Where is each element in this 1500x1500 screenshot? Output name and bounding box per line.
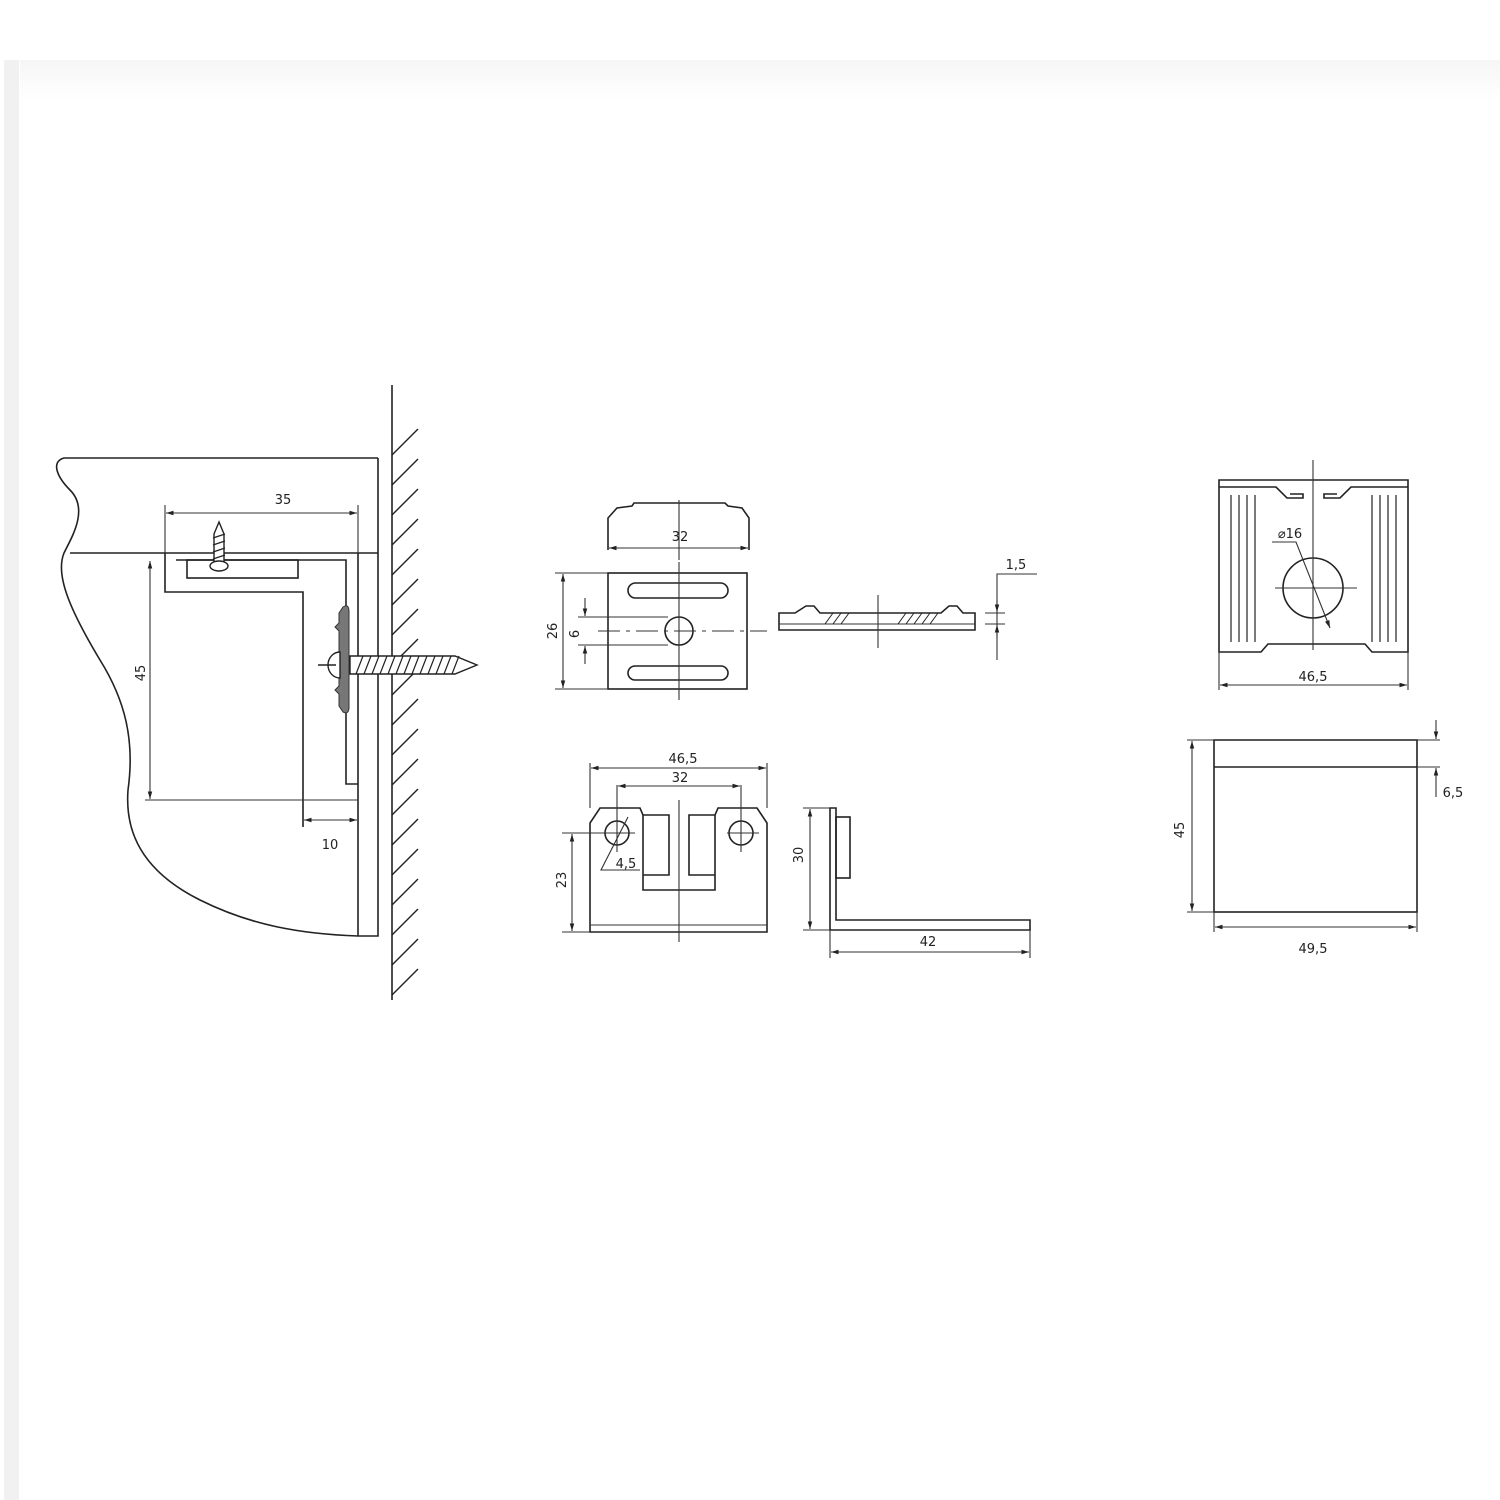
housing-side-view	[1213, 739, 1418, 913]
bracket-views: 46,5 32 4,5 23 30 42	[555, 752, 1031, 958]
dim-49-5-label: 49,5	[1299, 942, 1328, 957]
plate-views: 32 26 6 1,5	[546, 500, 1037, 700]
dim-45-label: 45	[134, 665, 149, 682]
dim-45-label: 45	[1173, 822, 1188, 839]
mounting-plate	[186, 559, 299, 579]
housing-views: ⌀16 46,5 45 6,5 49,5	[1173, 460, 1463, 957]
dim-6-5-label: 6,5	[1443, 786, 1464, 801]
housing-grooves	[1230, 495, 1397, 642]
dim-1-5-leader	[996, 573, 1037, 660]
slot-bottom	[627, 665, 729, 681]
plate-section-view	[778, 595, 976, 648]
bracket-side-view	[829, 807, 1031, 931]
magnet-plate	[334, 605, 350, 714]
dim-16-leader	[1272, 541, 1331, 629]
dim-30-label: 30	[792, 847, 807, 864]
dim-32-label: 32	[672, 530, 689, 545]
dim-6-label: 6	[568, 630, 583, 638]
wall-hatching	[391, 428, 419, 996]
dim-35-label: 35	[275, 493, 292, 508]
wall-screw-icon	[318, 651, 479, 679]
dim-16-label: ⌀16	[1278, 527, 1302, 542]
dim-1-5-label: 1,5	[1006, 558, 1027, 573]
dim-10-label: 10	[322, 838, 339, 853]
dim-4-5-leader	[600, 816, 640, 871]
dim-46-5-label: 46,5	[669, 752, 698, 767]
slot-top	[627, 582, 729, 599]
bracket-outer	[164, 553, 304, 827]
cabinet-board-outline	[55, 457, 379, 937]
dim-32-label: 32	[672, 771, 689, 786]
left-edge-strip	[4, 60, 19, 1500]
bracket-front-view	[589, 807, 768, 933]
dim-23-label: 23	[555, 872, 570, 889]
page-top-margin	[0, 0, 1500, 60]
dim-4-5-label: 4,5	[616, 857, 637, 872]
dim-42-label: 42	[920, 935, 937, 950]
dim-26-label: 26	[546, 623, 561, 640]
wood-screw-icon	[209, 520, 229, 572]
installation-view: 35 45 10	[55, 385, 479, 1000]
drawing-sheet	[20, 60, 1500, 1500]
dim-46-5-label: 46,5	[1299, 670, 1328, 685]
housing-front-view	[1218, 479, 1409, 653]
